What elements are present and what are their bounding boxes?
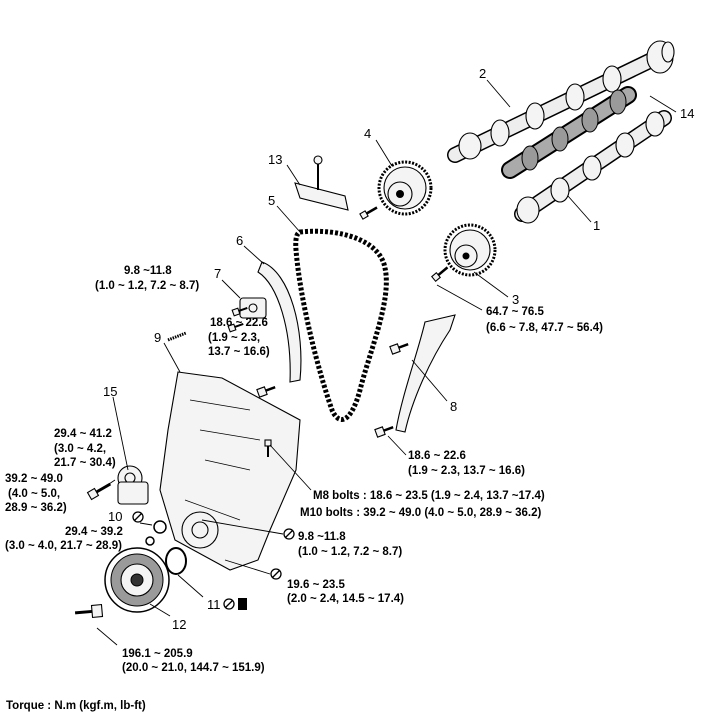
idler-pulley bbox=[117, 465, 149, 505]
torque-m8-bolts: M8 bolts : 18.6 ~ 23.5 (1.9 ~ 2.4, 13.7 … bbox=[313, 490, 545, 502]
cvvt-exhaust-sprocket bbox=[377, 160, 433, 216]
label-1: 1 bbox=[593, 218, 600, 233]
crankshaft-damper-pulley bbox=[104, 547, 170, 613]
torque-idler-line2: (3.0 ~ 4.2, bbox=[54, 443, 106, 455]
bolts bbox=[74, 206, 449, 619]
label-8: 8 bbox=[450, 399, 457, 414]
label-14: 14 bbox=[680, 106, 694, 121]
torque-pulley-line1: 196.1 ~ 205.9 bbox=[122, 648, 193, 660]
torque-left-bolt-line1: 39.2 ~ 49.0 bbox=[5, 473, 63, 485]
torque-item10-line2: (3.0 ~ 4.0, 21.7 ~ 28.9) bbox=[5, 540, 122, 552]
torque-camshaft-line1: 64.7 ~ 76.5 bbox=[486, 306, 544, 318]
chain-guide-right bbox=[395, 314, 456, 433]
torque-idler-line3: 21.7 ~ 30.4) bbox=[54, 457, 116, 469]
label-3: 3 bbox=[512, 292, 519, 307]
torque-tensioner-line1: 9.8 ~11.8 bbox=[124, 265, 172, 277]
label-9: 9 bbox=[154, 330, 161, 345]
part-number-labels: 1 2 3 4 5 6 7 8 9 10 11 12 13 14 15 bbox=[103, 66, 694, 632]
torque-lower-line2: (2.0 ~ 2.4, 14.5 ~ 17.4) bbox=[287, 593, 404, 605]
seal-ring bbox=[165, 547, 187, 575]
oil-jet-bracket bbox=[294, 155, 349, 211]
torque-left-bolt-line2: (4.0 ~ 5.0, bbox=[8, 488, 60, 500]
torque-right-guide-line2: (1.9 ~ 2.3, 13.7 ~ 16.6) bbox=[408, 465, 525, 477]
leader-lines bbox=[96, 79, 677, 646]
torque-guide-line2: (1.9 ~ 2.3, bbox=[208, 332, 260, 344]
torque-item10-line1: 29.4 ~ 39.2 bbox=[65, 526, 123, 538]
label-11: 11 bbox=[207, 597, 221, 612]
torque-middle-line2: (1.0 ~ 1.2, 7.2 ~ 8.7) bbox=[298, 546, 402, 558]
torque-tensioner-line2: (1.0 ~ 1.2, 7.2 ~ 8.7) bbox=[95, 280, 199, 292]
tensioner-arm bbox=[257, 261, 302, 383]
label-5: 5 bbox=[268, 193, 275, 208]
torque-pulley-line2: (20.0 ~ 21.0, 144.7 ~ 151.9) bbox=[122, 662, 265, 674]
sealant-symbols bbox=[132, 511, 295, 610]
intake-camshaft bbox=[514, 110, 672, 224]
middle-camshaft bbox=[501, 86, 637, 179]
washer-10 bbox=[145, 520, 167, 546]
label-15: 15 bbox=[103, 384, 117, 399]
torque-m10-bolts: M10 bolts : 39.2 ~ 49.0 (4.0 ~ 5.0, 28.9… bbox=[300, 507, 541, 519]
torque-guide-line1: 18.6 ~ 22.6 bbox=[210, 317, 268, 329]
hydraulic-tensioner bbox=[239, 297, 267, 319]
label-13: 13 bbox=[268, 152, 282, 167]
torque-right-guide-line1: 18.6 ~ 22.6 bbox=[408, 450, 466, 462]
label-6: 6 bbox=[236, 233, 243, 248]
torque-specifications: 64.7 ~ 76.5 (6.6 ~ 7.8, 47.7 ~ 56.4) 9.8… bbox=[5, 265, 603, 674]
cvvt-intake-sprocket bbox=[443, 223, 497, 277]
torque-units-note: Torque : N.m (kgf.m, lb-ft) bbox=[6, 700, 146, 712]
torque-camshaft-line2: (6.6 ~ 7.8, 47.7 ~ 56.4) bbox=[486, 322, 603, 334]
timing-chain bbox=[293, 228, 389, 422]
label-2: 2 bbox=[479, 66, 486, 81]
label-4: 4 bbox=[364, 126, 371, 141]
torque-guide-line3: 13.7 ~ 16.6) bbox=[208, 346, 270, 358]
torque-lower-line1: 19.6 ~ 23.5 bbox=[287, 579, 345, 591]
timing-chain-cover bbox=[159, 371, 301, 571]
label-12: 12 bbox=[172, 617, 186, 632]
torque-middle-line1: 9.8 ~11.8 bbox=[298, 531, 346, 543]
label-7: 7 bbox=[214, 266, 221, 281]
label-10: 10 bbox=[108, 509, 122, 524]
torque-idler-line1: 29.4 ~ 41.2 bbox=[54, 428, 112, 440]
exhaust-camshaft bbox=[447, 40, 675, 163]
torque-left-bolt-line3: 28.9 ~ 36.2) bbox=[5, 502, 67, 514]
